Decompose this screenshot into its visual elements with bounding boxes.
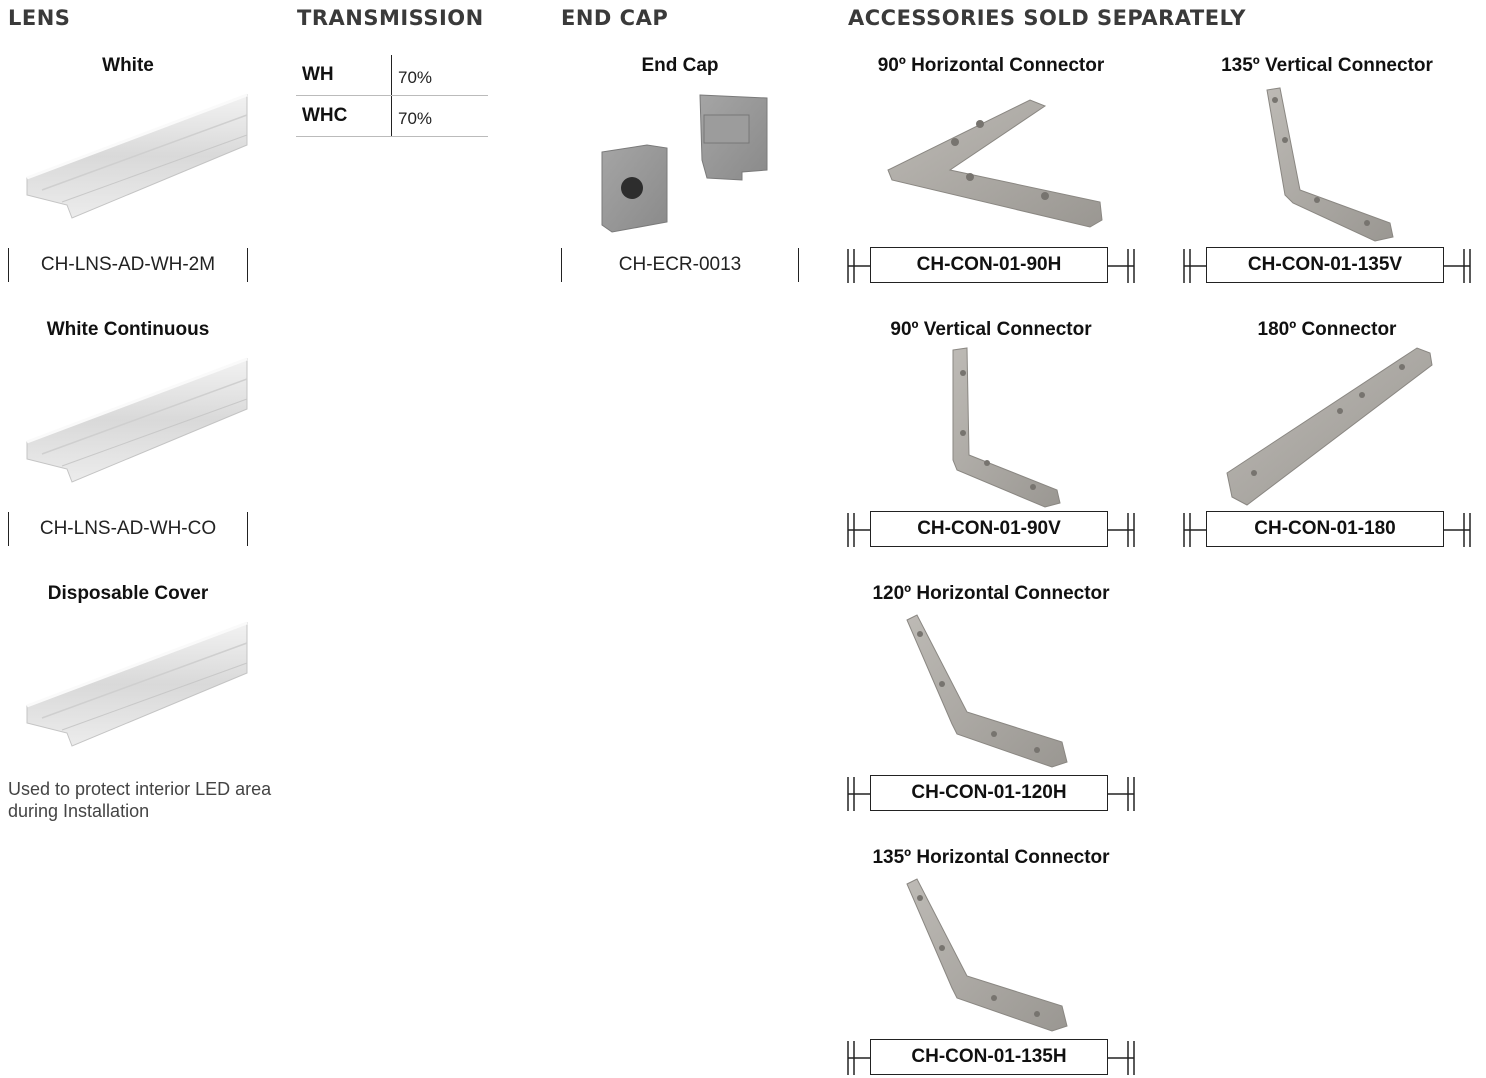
transmission-code: WH bbox=[302, 64, 334, 85]
accessory-title-180: 180º Connector bbox=[1257, 319, 1397, 340]
connector-135h-image bbox=[906, 878, 1068, 1032]
accessory-title-135v: 135º Vertical Connector bbox=[1221, 55, 1433, 76]
connector-code-120h: CH-CON-01-120H bbox=[846, 775, 1136, 813]
table-row: WH 70% bbox=[296, 55, 488, 96]
connector-code-180: CH-CON-01-180 bbox=[1182, 511, 1472, 549]
dimension-marks bbox=[1183, 513, 1471, 547]
transmission-header: TRANSMISSION bbox=[297, 6, 484, 30]
dimension-marks bbox=[847, 1041, 1135, 1075]
connector-code-135v: CH-CON-01-135V bbox=[1182, 247, 1472, 285]
code-label: CH-CON-01-120H bbox=[870, 775, 1108, 811]
lens-disposable-note: Used to protect interior LED area during… bbox=[8, 779, 272, 821]
table-row: WHC 70% bbox=[296, 96, 488, 137]
code-label: CH-CON-01-90V bbox=[870, 511, 1108, 547]
end-cap-image bbox=[601, 94, 768, 233]
dimension-marks bbox=[847, 249, 1135, 283]
lens-white-image bbox=[26, 93, 248, 219]
lens-title-disposable: Disposable Cover bbox=[47, 583, 209, 604]
end-cap-header: END CAP bbox=[561, 6, 669, 30]
lens-title-white: White bbox=[102, 55, 154, 76]
end-cap-title: End Cap bbox=[641, 55, 719, 76]
transmission-value: 70% bbox=[391, 55, 488, 95]
connector-90h-image bbox=[887, 99, 1103, 228]
lens-disposable-image bbox=[26, 621, 248, 747]
dimension-marks bbox=[1183, 249, 1471, 283]
lens-continuous-image bbox=[26, 357, 248, 483]
connector-code-90h: CH-CON-01-90H bbox=[846, 247, 1136, 285]
connector-180-image bbox=[1226, 347, 1433, 506]
transmission-table: WH 70% WHC 70% bbox=[296, 55, 488, 137]
code-label: CH-CON-01-180 bbox=[1206, 511, 1444, 547]
connector-code-90v: CH-CON-01-90V bbox=[846, 511, 1136, 549]
code-label: CH-CON-01-135V bbox=[1206, 247, 1444, 283]
transmission-code: WHC bbox=[302, 105, 348, 126]
connector-90v-image bbox=[952, 347, 1061, 508]
lens-code-white: CH-LNS-AD-WH-2M bbox=[8, 248, 248, 282]
accessory-title-120h: 120º Horizontal Connector bbox=[872, 583, 1110, 604]
lens-header: LENS bbox=[8, 6, 71, 30]
end-cap-code: CH-ECR-0013 bbox=[561, 248, 799, 282]
transmission-value: 70% bbox=[391, 96, 488, 136]
dimension-marks bbox=[847, 777, 1135, 811]
connector-135v-image bbox=[1266, 87, 1394, 242]
code-label: CH-CON-01-135H bbox=[870, 1039, 1108, 1075]
connector-code-135h: CH-CON-01-135H bbox=[846, 1039, 1136, 1077]
dimension-marks bbox=[847, 513, 1135, 547]
lens-code-continuous: CH-LNS-AD-WH-CO bbox=[8, 512, 248, 546]
connector-120h-image bbox=[906, 614, 1068, 768]
accessory-title-90h: 90º Horizontal Connector bbox=[877, 55, 1105, 76]
accessories-header: ACCESSORIES SOLD SEPARATELY bbox=[848, 6, 1246, 30]
accessory-title-135h: 135º Horizontal Connector bbox=[872, 847, 1110, 868]
accessory-title-90v: 90º Vertical Connector bbox=[890, 319, 1092, 340]
code-label: CH-CON-01-90H bbox=[870, 247, 1108, 283]
lens-title-continuous: White Continuous bbox=[46, 319, 210, 340]
